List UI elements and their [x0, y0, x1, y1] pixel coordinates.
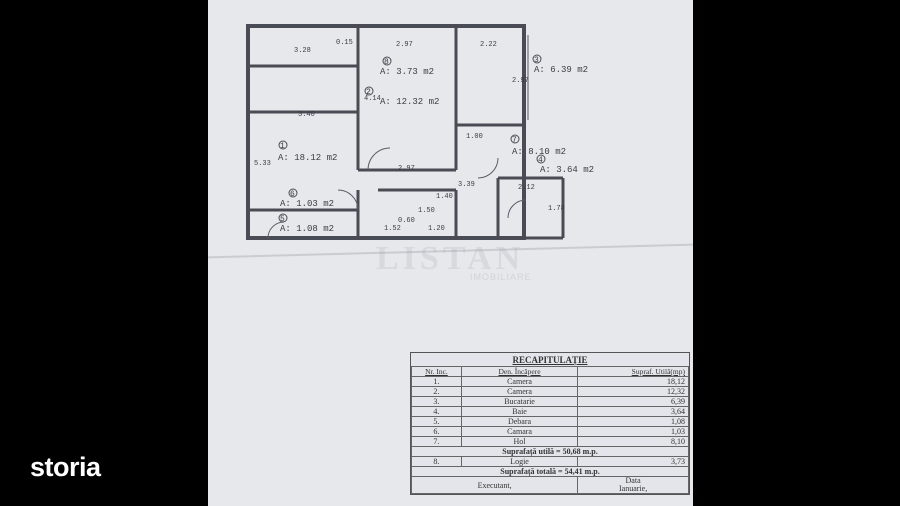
cell: 5. [411, 416, 462, 427]
room-area: A: 3.73 m2 [380, 67, 434, 77]
grand-total: Suprafață totală = 54,41 m.p. [411, 466, 689, 477]
table-row: 2. Camera 12,32 [411, 386, 689, 397]
dim-label: 1.52 [384, 225, 401, 233]
cell: 4. [411, 406, 462, 417]
dim-label: 4.14 [364, 95, 381, 103]
grand-total-row: Suprafață totală = 54,41 m.p. [411, 466, 689, 477]
table-row: 7. Hol 8,10 [411, 436, 689, 447]
cell: 6. [411, 426, 462, 437]
dim-label: 3.40 [298, 111, 315, 119]
dim-label: 3.28 [294, 47, 311, 55]
room-number: 2 [366, 88, 371, 97]
cell: 8. [411, 456, 462, 467]
col-header: Nr. Inc. [411, 366, 462, 377]
date-label: Data [625, 476, 641, 485]
cell: 6,39 [577, 396, 689, 407]
room-area: A: 18.12 m2 [278, 153, 337, 163]
room-area: A: 1.08 m2 [280, 224, 334, 234]
cell: Camara [460, 426, 579, 437]
date-value: Ianuarie, [618, 484, 648, 493]
col-header: Den. Încăpere [460, 366, 579, 377]
cell: 1. [411, 376, 462, 387]
dim-label: 2.22 [480, 41, 497, 49]
util-total-row: Suprafață utilă = 50,68 m.p. [411, 446, 689, 457]
cell: 3. [411, 396, 462, 407]
table-row: 5. Debara 1,08 [411, 416, 689, 427]
room-area: A: 6.39 m2 [534, 65, 588, 75]
cell: 2. [411, 386, 462, 397]
room-area: A: 3.64 m2 [540, 165, 594, 175]
dim-label: 0.60 [398, 217, 415, 225]
table-row: 1. Camera 18,12 [411, 376, 689, 387]
dim-label: 1.40 [436, 193, 453, 201]
room-number: 1 [280, 142, 285, 151]
util-total: Suprafață utilă = 50,68 m.p. [411, 446, 689, 457]
recap-title: RECAPITULAȚIE [512, 355, 588, 365]
room-area: A: 8.10 m2 [512, 147, 566, 157]
cell: Debara [460, 416, 579, 427]
room-number: 8 [384, 58, 389, 67]
table-row: 4. Baie 3,64 [411, 406, 689, 417]
recap-table: RECAPITULAȚIE Nr. Inc. Den. Încăpere Sup… [410, 352, 690, 495]
table-row: 6. Camara 1,03 [411, 426, 689, 437]
room-number: 5 [280, 215, 285, 224]
room-number: 7 [512, 136, 517, 145]
room-number: 4 [538, 156, 543, 165]
cell: Bucatarie [460, 396, 579, 407]
dim-label: 1.50 [418, 207, 435, 215]
table-header-row: Nr. Inc. Den. Încăpere Supraf. Utilă(mp) [411, 366, 689, 377]
dim-label: 5.33 [254, 160, 271, 168]
dim-label: 1.00 [466, 133, 483, 141]
cell: Camera [460, 386, 579, 397]
dim-label: 2.97 [396, 41, 413, 49]
watermark-sub: IMOBILIARE [470, 272, 532, 282]
dim-label: 2.97 [398, 165, 415, 173]
date-cell: Data Ianuarie, [577, 476, 689, 494]
cell: 3,73 [577, 456, 689, 467]
recap-grid: Nr. Inc. Den. Încăpere Supraf. Utilă(mp)… [410, 366, 689, 494]
cell: 18,12 [577, 376, 689, 387]
cell: Logie [460, 456, 579, 467]
cell: 7. [411, 436, 462, 447]
dim-label: 2.97 [512, 77, 529, 85]
cell: Hol [460, 436, 579, 447]
cell: 8,10 [577, 436, 689, 447]
cell: 12,32 [577, 386, 689, 397]
room-number: 6 [290, 190, 295, 199]
dim-label: 0.15 [336, 39, 353, 47]
col-header: Supraf. Utilă(mp) [577, 366, 689, 377]
watermark: LISTAN [376, 240, 525, 277]
room-number: 3 [534, 56, 539, 65]
executant-label: Executant, [410, 476, 579, 494]
cell: 1,08 [577, 416, 689, 427]
table-row: 8. Logie 3,73 [411, 456, 689, 467]
footer-row: Executant, Data Ianuarie, [410, 476, 689, 494]
storia-logo: storia [30, 452, 101, 482]
dim-label: 2.12 [518, 184, 535, 192]
table-row: 3. Bucatarie 6,39 [411, 396, 689, 407]
dim-label: 1.20 [428, 225, 445, 233]
dim-label: 1.78 [548, 205, 565, 213]
cell: Camera [460, 376, 579, 387]
cell: Baie [460, 406, 579, 417]
cell: 3,64 [577, 406, 689, 417]
floor-plan-drawing: 3.28 0.15 2.97 2.22 3.40 4.14 2.97 5.33 … [246, 24, 594, 240]
room-area: A: 1.03 m2 [280, 199, 334, 209]
room-area: A: 12.32 m2 [380, 97, 439, 107]
cell: 1,03 [577, 426, 689, 437]
dim-label: 3.39 [458, 181, 475, 189]
